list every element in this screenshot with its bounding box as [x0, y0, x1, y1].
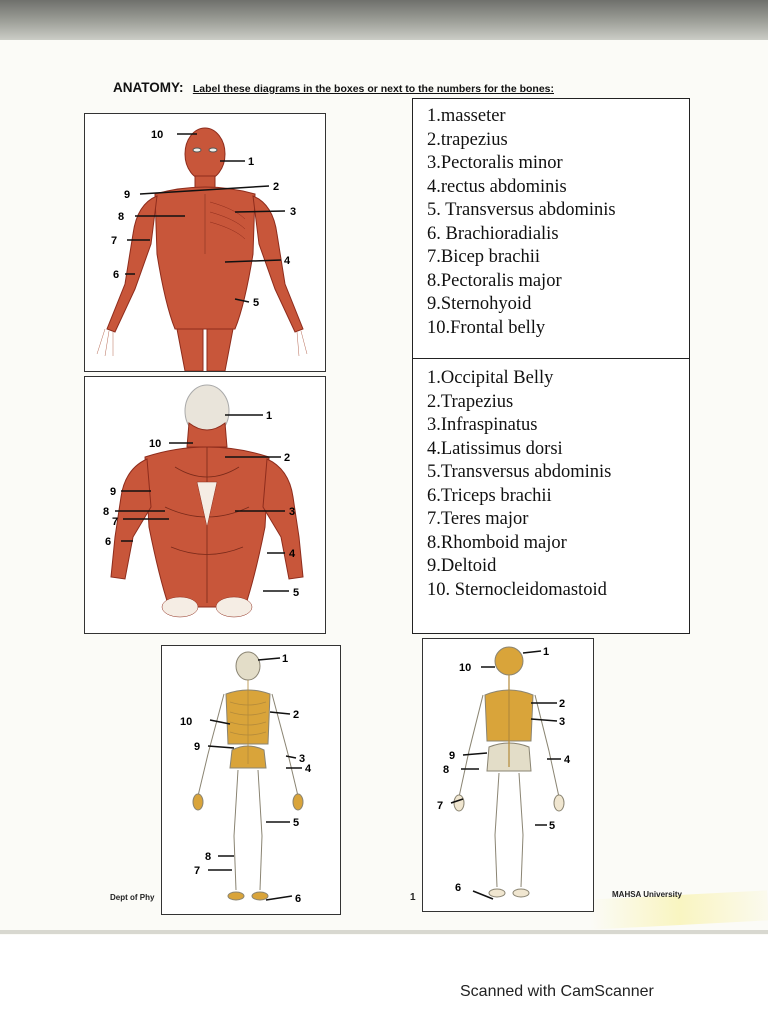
answer-item: 1.masseter	[427, 106, 506, 126]
answer-item: 8.Rhomboid major	[427, 532, 567, 553]
answer-item: 10. Sternocleidomastoid	[427, 579, 607, 600]
scanner-watermark: Scanned with CamScanner	[460, 983, 654, 1000]
marker-label: 4	[289, 548, 296, 560]
diagram-anterior-skeleton: 1 2 10 9 3 4 5 8 7 6	[161, 645, 341, 915]
answer-item: 4.Latissimus dorsi	[427, 438, 563, 459]
muscle-back-figure: 1 10 2 9 8 7 3 6 4 5	[103, 384, 304, 618]
diagram-anterior-muscles: 10 1 2 9 8 3 7 4 6 5	[84, 113, 326, 372]
answer-item: 7.Bicep brachii	[427, 247, 541, 267]
answer-item: 3.Infraspinatus	[427, 415, 538, 435]
answer-item: 10.Frontal belly	[427, 317, 546, 338]
marker-label: 7	[437, 800, 443, 812]
marker-label: 10	[151, 129, 163, 141]
marker-label: 8	[205, 851, 211, 863]
paper-edge	[0, 930, 768, 934]
marker-label: 7	[111, 235, 117, 247]
marker-label: 2	[284, 452, 290, 464]
marker-label: 9	[449, 750, 455, 762]
marker-label: 2	[273, 181, 279, 193]
title-instruction: Label these diagrams in the boxes or nex…	[192, 83, 554, 95]
marker-label: 3	[289, 506, 295, 518]
marker-label: 5	[253, 297, 259, 309]
answer-item: 3.Pectoralis minor	[427, 153, 563, 173]
answer-box-back: 1.Occipital Belly 2.Trapezius 3.Infraspi…	[412, 358, 690, 634]
footer-department: Dept of Phy	[110, 893, 155, 902]
answer-box-front: 1.masseter 2.trapezius 3.Pectoralis mino…	[412, 98, 690, 360]
marker-label: 1	[248, 156, 254, 168]
marker-label: 2	[293, 709, 299, 721]
page-number: 1	[410, 892, 416, 903]
skeleton-front-figure: 1 2 10 9 3 4 5 8 7 6	[180, 651, 312, 905]
marker-label: 3	[290, 206, 296, 218]
marker-label: 6	[105, 536, 111, 548]
answer-item: 9.Sternohyoid	[427, 294, 532, 314]
answer-item: 2.Trapezius	[427, 391, 514, 412]
marker-label: 10	[149, 438, 161, 450]
marker-label: 9	[194, 741, 200, 753]
marker-label: 8	[118, 211, 124, 223]
marker-label: 4	[284, 255, 291, 267]
marker-label: 7	[194, 865, 200, 877]
footer-university: MAHSA University	[612, 890, 682, 899]
marker-label: 7	[112, 516, 118, 528]
answer-item: 5. Transversus abdominis	[427, 200, 616, 220]
answer-item: 6. Brachioradialis	[427, 223, 559, 244]
muscle-front-figure: 10 1 2 9 8 3 7 4 6 5	[96, 127, 308, 372]
marker-label: 6	[113, 269, 119, 281]
marker-label: 4	[305, 763, 312, 775]
marker-label: 1	[543, 646, 549, 658]
marker-label: 6	[295, 893, 301, 905]
answer-item: 9.Deltoid	[427, 556, 497, 576]
worksheet-title: ANATOMY: Label these diagrams in the box…	[113, 80, 554, 95]
answer-item: 4.rectus abdominis	[427, 176, 567, 197]
marker-label: 3	[559, 716, 565, 728]
answer-item: 7.Teres major	[427, 509, 529, 529]
diagram-posterior-muscles: 1 10 2 9 8 7 3 6 4 5	[84, 376, 326, 634]
marker-label: 9	[110, 486, 116, 498]
marker-label: 8	[443, 764, 449, 776]
marker-label: 10	[459, 662, 471, 674]
marker-label: 5	[293, 817, 299, 829]
marker-label: 3	[299, 753, 305, 765]
marker-label: 1	[282, 653, 288, 665]
marker-label: 8	[103, 506, 109, 518]
skeleton-back-figure: 10 1 2 3 9 8 4 7 5 6	[437, 646, 571, 900]
title-heading: ANATOMY:	[113, 80, 184, 95]
answer-item: 1.Occipital Belly	[427, 368, 554, 388]
marker-label: 6	[455, 882, 461, 894]
answer-item: 2.trapezius	[427, 129, 508, 150]
marker-label: 4	[564, 754, 571, 766]
marker-label: 2	[559, 698, 565, 710]
answer-item: 8.Pectoralis major	[427, 270, 562, 291]
answer-item: 5.Transversus abdominis	[427, 462, 612, 482]
diagram-posterior-skeleton: 10 1 2 3 9 8 4 7 5 6	[422, 638, 594, 912]
marker-label: 5	[549, 820, 555, 832]
marker-label: 5	[293, 587, 299, 599]
marker-label: 9	[124, 189, 130, 201]
marker-label: 1	[266, 410, 272, 422]
marker-label: 10	[180, 716, 192, 728]
answer-item: 6.Triceps brachii	[427, 485, 552, 506]
